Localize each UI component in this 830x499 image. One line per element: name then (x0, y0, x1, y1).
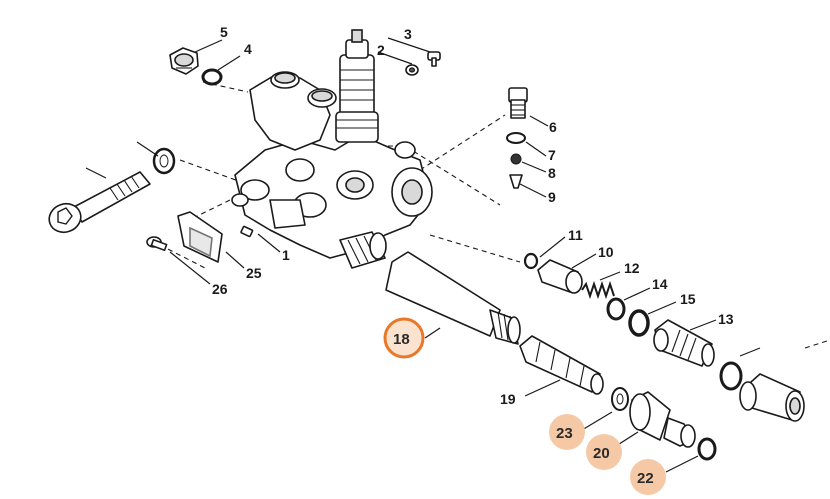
part-7-o-ring (506, 132, 526, 144)
part-label-3[interactable]: 3 (404, 26, 412, 42)
part-label-13[interactable]: 13 (718, 311, 734, 327)
part-18-highlight-ring[interactable] (383, 317, 425, 359)
part-label-8[interactable]: 8 (548, 165, 556, 181)
part-label-19[interactable]: 19 (500, 391, 516, 407)
part-label-9[interactable]: 9 (548, 189, 556, 205)
part-1-set-screw (240, 225, 254, 238)
assembly-guide-lines (159, 81, 830, 349)
outlet-o-ring (719, 361, 743, 391)
part-3-screw (427, 51, 441, 67)
part-21-highlight-disc[interactable] (630, 459, 666, 495)
part-23-gasket (177, 211, 223, 263)
part-13-outlet-fitting (653, 319, 715, 367)
part-label-18[interactable]: 18 (393, 331, 410, 348)
leader-lines (85, 37, 761, 473)
highlight-circles (383, 317, 666, 495)
part-8-ball (510, 153, 522, 165)
part-label-21[interactable]: 22 (637, 470, 654, 487)
part-19-filter-screen (519, 335, 604, 395)
part-2-washer (405, 64, 419, 76)
part-22-highlight-disc[interactable] (549, 414, 585, 450)
part-label-6[interactable]: 6 (549, 119, 557, 135)
part-25-washer (152, 147, 176, 175)
part-22-washer (611, 387, 629, 411)
part-label-12[interactable]: 12 (624, 260, 640, 276)
part-12-spring (581, 280, 615, 300)
part-label-23[interactable]: 25 (246, 265, 262, 281)
part-5-hex-plug (169, 47, 199, 75)
part-4-o-ring (201, 68, 223, 86)
part-9-seat (509, 174, 523, 189)
part-label-5[interactable]: 5 (220, 24, 228, 40)
part-label-1[interactable]: 1 (282, 247, 290, 263)
part-labels: 5 4 3 2 6 7 8 9 11 10 12 14 15 13 1 25 2… (212, 24, 734, 487)
part-21-o-ring (697, 437, 717, 461)
part-label-2[interactable]: 2 (377, 42, 385, 58)
outlet-coupling-nut (739, 373, 805, 422)
part-label-24[interactable]: 26 (212, 281, 228, 297)
part-label-7[interactable]: 7 (548, 147, 556, 163)
pump-head-body (231, 29, 433, 269)
part-18-extension-tube (385, 251, 521, 345)
part-11-o-ring (523, 252, 539, 270)
part-10-valve-cone (537, 259, 583, 294)
part-24-screw (146, 236, 168, 252)
part-label-15[interactable]: 15 (680, 291, 696, 307)
part-label-20[interactable]: 20 (593, 445, 610, 462)
part-14-o-ring (606, 297, 626, 321)
part-label-4[interactable]: 4 (244, 41, 252, 57)
part-26-cap-bolt (48, 171, 151, 234)
part-label-14[interactable]: 14 (652, 276, 668, 292)
part-20-inlet-coupling (629, 391, 696, 448)
part-6-fitting (508, 87, 528, 119)
part-20-highlight-disc[interactable] (586, 434, 622, 470)
part-15-o-ring (628, 309, 650, 337)
part-label-11[interactable]: 11 (568, 227, 583, 243)
part-label-22[interactable]: 23 (556, 425, 573, 442)
part-label-10[interactable]: 10 (598, 244, 614, 260)
